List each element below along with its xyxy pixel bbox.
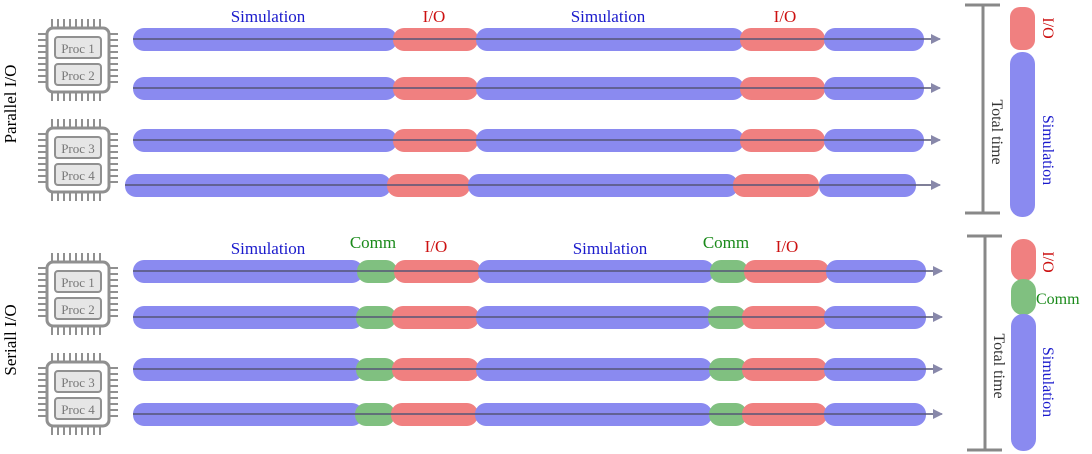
proc-label: Proc 3 — [61, 141, 95, 156]
total-time-bracket — [967, 234, 1002, 452]
top-label-io-1: I/O — [425, 237, 448, 256]
legend-simulation-bar — [1010, 52, 1035, 217]
top-label-io-1: I/O — [423, 7, 446, 26]
legend-simulation-bar — [1011, 314, 1036, 451]
panel-serial-io: Seriall I/O Simulation Comm I/O Simulati… — [1, 233, 1080, 452]
legend-io-bar — [1010, 7, 1035, 50]
proc-label: Proc 1 — [61, 275, 95, 290]
processor-chip-icon: Proc 1 Proc 2 — [38, 19, 118, 101]
top-label-simulation-1: Simulation — [231, 239, 306, 258]
timeline-row-proc-2 — [133, 77, 941, 100]
legend-comm-bar — [1011, 279, 1036, 315]
top-label-simulation-2: Simulation — [573, 239, 648, 258]
proc-label: Proc 4 — [61, 402, 95, 417]
timeline-row-proc-4 — [133, 403, 943, 426]
proc-label: Proc 1 — [61, 41, 95, 56]
proc-label: Proc 2 — [61, 68, 95, 83]
legend-comm-label: Comm — [1036, 291, 1080, 308]
total-time-label: Total time — [988, 99, 1005, 164]
legend-io-label: I/O — [1039, 17, 1056, 38]
legend-io-label: I/O — [1039, 251, 1056, 272]
legend-simulation-label: Simulation — [1039, 347, 1056, 417]
panel-parallel-io: Parallel I/O Simulation I/O Simulation I… — [1, 3, 1056, 217]
top-label-simulation-2: Simulation — [571, 7, 646, 26]
legend-io-bar — [1011, 239, 1036, 281]
timeline-row-proc-3 — [133, 129, 941, 152]
top-label-io-2: I/O — [776, 237, 799, 256]
panel-label-serial: Seriall I/O — [1, 304, 20, 375]
panel-label-parallel: Parallel I/O — [1, 65, 20, 144]
top-label-io-2: I/O — [774, 7, 797, 26]
timeline-row-proc-4 — [125, 174, 941, 197]
legend-simulation-label: Simulation — [1039, 115, 1056, 185]
processor-chip-icon: Proc 3 Proc 4 — [38, 119, 118, 201]
total-time-label: Total time — [990, 333, 1007, 398]
timeline-row-proc-3 — [133, 358, 943, 381]
proc-label: Proc 3 — [61, 375, 95, 390]
proc-label: Proc 4 — [61, 168, 95, 183]
top-label-simulation-1: Simulation — [231, 7, 306, 26]
total-time-bracket — [965, 3, 1000, 215]
timeline-row-proc-1 — [133, 28, 941, 51]
top-label-comm-2: Comm — [703, 233, 749, 252]
processor-chip-icon: Proc 3 Proc 4 — [38, 353, 118, 435]
proc-label: Proc 2 — [61, 302, 95, 317]
processor-chip-icon: Proc 1 Proc 2 — [38, 253, 118, 335]
timeline-row-proc-1 — [133, 260, 943, 283]
timeline-row-proc-2 — [133, 306, 943, 329]
top-label-comm-1: Comm — [350, 233, 396, 252]
